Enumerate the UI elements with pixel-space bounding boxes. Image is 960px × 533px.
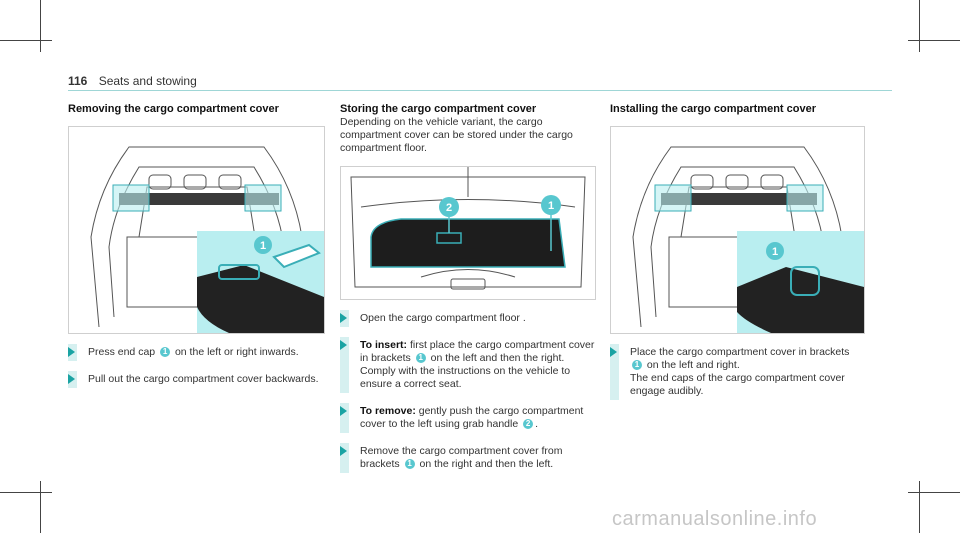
step-text: on the left and right. [644,359,740,371]
instruction-step: Remove the cargo compartment cover from … [340,443,598,473]
step-text: first place the cargo compartment cover … [360,339,595,364]
arrow-icon [610,347,617,357]
crop-mark [0,40,52,41]
callout-badge: 1 [160,347,171,358]
callout-badge: 2 [523,419,534,430]
crop-mark [40,481,41,533]
car-rear-illustration: 1 [90,146,324,333]
steps-installing: Place the cargo compartment cover in bra… [610,344,865,412]
step-text: Open the cargo compartment floor . [360,312,526,324]
step-text: on the left or right inwards. [172,346,299,358]
figure-callout: 1 [772,246,778,258]
instruction-step: To insert: first place the cargo compart… [340,337,598,393]
arrow-icon [340,406,347,416]
watermark: carmanualsonline.info [612,508,818,530]
column-storing: Storing the cargo compartment cover Depe… [340,102,598,155]
crop-mark [908,492,960,493]
steps-removing: Press end cap 1 on the left or right inw… [68,344,323,400]
crop-mark [919,0,920,52]
column-removing: Removing the cargo compartment cover [68,102,328,116]
instruction-step: Press end cap 1 on the left or right inw… [68,344,323,361]
step-text: on the left and then the right. Comply w… [360,352,571,390]
crop-mark [0,492,52,493]
arrow-icon [340,313,347,323]
steps-storing: Open the cargo compartment floor . To in… [340,310,598,485]
step-text: Place the cargo compartment cover in bra… [630,346,850,358]
figure-callout: 1 [548,200,554,212]
intro-paragraph: Depending on the vehicle variant, the ca… [340,116,573,154]
arrow-icon [68,347,75,357]
figure-removing-cover: 1 [68,126,325,334]
step-bar [340,403,349,433]
section-heading: Installing the cargo compartment cover [610,103,816,115]
step-text: on the right and then the left. [416,458,554,470]
step-bar [610,344,619,400]
step-text: . [535,418,539,430]
callout-badge: 1 [404,459,415,470]
car-rear-illustration: 1 [632,146,864,333]
step-bar [340,443,349,473]
figure-callout: 2 [446,202,452,214]
figure-callout: 1 [260,240,266,252]
arrow-icon [68,374,75,384]
section-title: Seats and stowing [98,74,197,88]
page-header: 116 Seats and stowing [68,74,197,88]
section-heading: Removing the cargo compartment cover [68,103,279,115]
arrow-icon [340,340,347,350]
instruction-step: Pull out the cargo compartment cover bac… [68,371,323,388]
figure-installing-cover: 1 [610,126,865,334]
step-bar [340,337,349,393]
instruction-step: To remove: gently push the cargo compart… [340,403,598,433]
callout-badge: 1 [632,360,642,371]
step-text: gently push the cargo compart­ment cover… [360,405,584,430]
column-installing: Installing the cargo compartment cover [610,102,870,116]
figure-storing-cover: 2 1 [340,166,596,300]
page-number: 116 [68,74,88,88]
step-text: Press end cap [88,346,159,358]
step-text: Pull out the cargo compartment cover bac… [88,373,319,385]
arrow-icon [340,446,347,456]
step-text: Remove the cargo compartment cover from … [360,445,563,470]
header-rule [68,90,892,91]
instruction-step: Open the cargo compartment floor . [340,310,598,327]
instruction-step: Place the cargo compartment cover in bra… [610,344,865,400]
cargo-floor-illustration: 2 1 [350,167,586,290]
crop-mark [40,0,41,52]
step-label: To remove: [360,405,416,417]
section-heading: Storing the cargo compartment cover [340,103,537,115]
step-label: To insert: [360,339,408,351]
crop-mark [908,40,960,41]
step-note: The end caps of the cargo compartment co… [630,372,845,397]
callout-badge: 1 [415,353,426,364]
crop-mark [919,481,920,533]
